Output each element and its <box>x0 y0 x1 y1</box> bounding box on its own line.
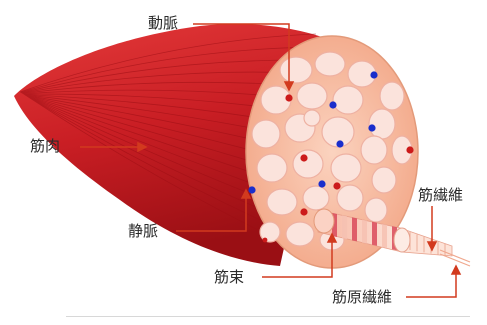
label-fascicle: 筋束 <box>214 268 244 286</box>
bundle-band <box>372 222 377 246</box>
artery-dot <box>300 154 307 161</box>
bundle-band <box>382 224 387 248</box>
label-muscle-fiber: 筋繊維 <box>418 186 463 204</box>
fascicle-cell <box>304 110 320 126</box>
fascicle-cell <box>293 150 323 178</box>
fascicle-cell <box>297 83 327 109</box>
artery-dot <box>263 238 268 243</box>
vein-dot <box>370 71 377 78</box>
fascicle-cell <box>257 154 287 182</box>
fascicle-cell <box>337 185 363 211</box>
fascicle-cell <box>280 57 312 83</box>
fascicle-cell <box>303 186 329 210</box>
label-artery: 動脈 <box>148 14 178 32</box>
vein-dot <box>318 180 325 187</box>
artery-dot <box>300 208 307 215</box>
artery-dot <box>406 146 413 153</box>
myofibril-strands <box>440 250 470 266</box>
fascicle-cell <box>361 136 387 164</box>
artery-dot <box>333 182 340 189</box>
bundle-band <box>362 220 367 244</box>
fascicle-cell <box>315 52 345 76</box>
fascicle-cell <box>331 154 361 182</box>
bundle-band <box>352 217 357 241</box>
fascicle-cell <box>252 120 280 148</box>
fascicle-cell <box>372 167 396 193</box>
vein-dot <box>336 140 343 147</box>
fascicle-cell <box>365 198 387 222</box>
fascicle-cell <box>369 109 395 139</box>
fascicle-cell <box>380 82 404 110</box>
fascicle-cell <box>267 189 297 215</box>
fascicle-cell <box>286 222 314 246</box>
label-vein: 静脈 <box>128 222 158 240</box>
fascicle-cell <box>333 86 363 114</box>
artery-dot <box>285 94 292 101</box>
vein-dot <box>329 101 336 108</box>
bundle-band <box>342 215 347 239</box>
vein-dot <box>248 186 255 193</box>
label-muscle: 筋肉 <box>30 137 60 155</box>
label-myofibril: 筋原繊維 <box>332 288 392 306</box>
vein-dot <box>368 124 375 131</box>
